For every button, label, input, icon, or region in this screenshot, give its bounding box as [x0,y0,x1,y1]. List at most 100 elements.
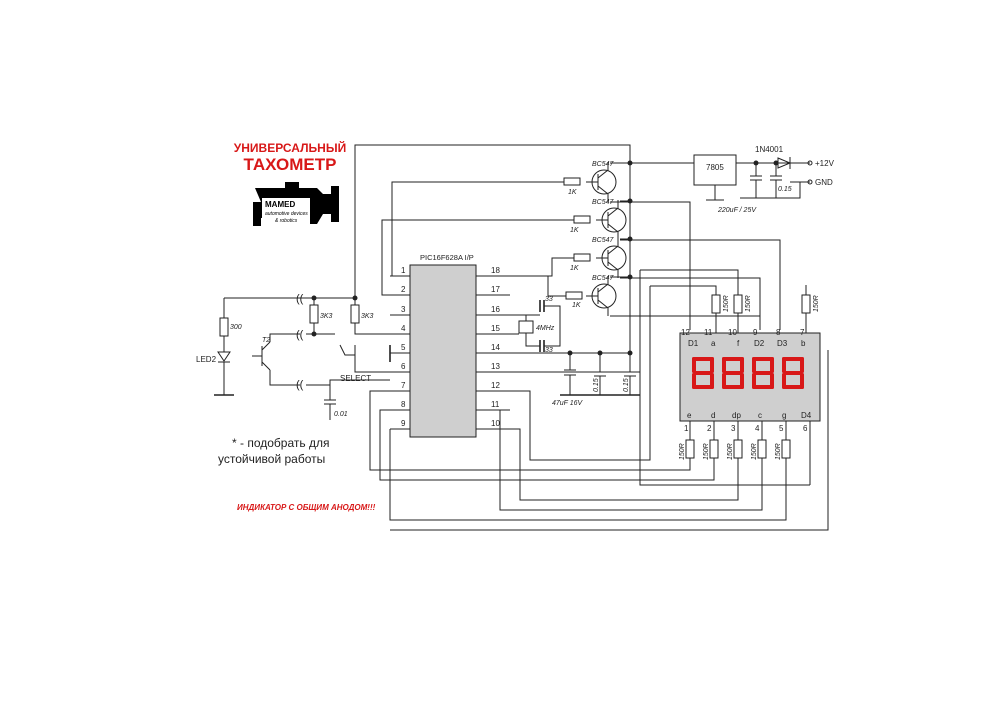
led-icon [217,351,231,363]
digit-1 [692,357,714,389]
display-top-label-d1: D1 [688,339,699,348]
digit-4-segment-c [800,373,804,389]
regulator-label: 7805 [706,163,724,172]
base-resistor-4 [565,291,583,300]
input-resistor-1 [309,304,319,324]
display-bottom-label-d4: D4 [801,411,812,420]
coupling-cap-3-icon: (( [296,379,304,391]
select-switch-label: SELECT [340,374,371,383]
mcu-pin-14: 14 [491,343,500,352]
digit-3-segment-e [752,373,756,389]
digit-2-segment-a [724,357,742,361]
input-resistor-2 [350,304,360,324]
mcu-pin-4: 4 [401,324,406,333]
mcu-pin-7: 7 [401,381,406,390]
input-circuit: 300 LED2 T2 (( (( (( 3K3 3K3 SELECT 0.01 [196,144,631,420]
base-resistor-1-label: 1K [568,189,577,196]
mcu-pin-6: 6 [401,362,406,371]
led-label: LED2 [196,355,217,364]
base-resistor-1 [563,177,581,186]
top-resistor-2-label: 150R [745,295,752,312]
note-line2: устойчивой работы [218,452,325,466]
display-top-label-a: a [711,339,716,348]
display-top-label-b: b [801,339,806,348]
display-bottom-label-e: e [687,411,692,420]
cap-reg-in-label: 220uF / 25V [717,207,757,214]
bottom-resistor-1-label: 150R [679,443,686,460]
cap-decoupling-1-label: 0.15 [593,378,600,392]
display-bottom-label-d: d [711,411,715,420]
base-resistor-3 [573,253,591,262]
mcu-pin-13: 13 [491,362,500,371]
display-body [679,332,821,422]
note-line1: * - подобрать для [232,436,329,450]
digit-1-segment-b [710,357,714,373]
title-line1: УНИВЕРСАЛЬНЫЙ [234,140,346,155]
digit-4-segment-d [784,385,802,389]
digit-3-segment-g [754,371,772,375]
bottom-resistor-1 [685,439,695,459]
bottom-resistor-4 [757,439,767,459]
mcu-pin-10: 10 [491,419,500,428]
cap-decoupling-2-label: 0.15 [623,378,630,392]
display-top-label-f: f [737,339,740,348]
digit-2-segment-f [722,357,726,373]
digit-1-segment-g [694,371,712,375]
crystal-cap-2-label: 33 [545,347,553,354]
diode-label: 1N4001 [755,145,784,154]
input-cap-label: 0.01 [334,411,348,418]
bottom-resistor-5-label: 150R [775,443,782,460]
digit-4-segment-g [784,371,802,375]
supply-plus-label: +12V [815,159,835,168]
digit-1-segment-e [692,373,696,389]
cap-bulk-label: 47uF 16V [552,400,584,407]
cap-reg-out-label: 0.15 [778,186,792,193]
bottom-resistor-2-label: 150R [703,443,710,460]
mcu-name: PIC16F628A I/P [420,253,474,262]
digit-1-segment-a [694,357,712,361]
driver-transistors: BC547 BC547 BC547 BC547 1K 1K 1K 1K [381,161,781,355]
bottom-resistor-3 [733,439,743,459]
top-resistor-3-label: 150R [813,295,820,312]
logo-line1: automotive devices [265,211,308,217]
digit-4-segment-e [782,373,786,389]
digit-3-segment-b [770,357,774,373]
display-top-label-d2: D2 [754,339,765,348]
display-top-pin-12: 12 [681,328,690,337]
bottom-resistor-3-label: 150R [727,443,734,460]
junction-dots [311,160,779,356]
digit-2-segment-d [724,385,742,389]
common-anode-warning: ИНДИКАТОР С ОБЩИМ АНОДОМ!!! [237,503,376,512]
display-bottom-label-dp: dp [732,411,741,420]
led-resistor-label: 300 [230,324,242,331]
display-top-pin-9: 9 [753,328,758,337]
digit-3 [752,357,774,389]
logo-brand: MAMED [265,200,295,209]
mcu-pin-17: 17 [491,285,500,294]
display-bottom-pin-5: 5 [779,424,784,433]
bottom-resistor-2 [709,439,719,459]
top-resistor-1-label: 150R [723,295,730,312]
mcu-pin-18: 18 [491,266,500,275]
digit-2-segment-e [722,373,726,389]
top-resistor-3 [801,294,811,314]
display-bottom-label-c: c [758,411,762,420]
display-bottom-label-g: g [782,411,786,420]
digit-2 [722,357,744,389]
digit-4-segment-b [800,357,804,373]
input-resistor-1-label: 3K3 [320,313,333,320]
mcu-body [409,264,477,438]
display-top-pin-11: 11 [704,328,713,337]
top-resistor-1 [711,294,721,314]
mcu-pin-2: 2 [401,285,406,294]
transistor-q3 [596,238,627,278]
mcu-pin-15: 15 [491,324,500,333]
display-bottom-pin-1: 1 [684,424,689,433]
transistor-q4-label: BC547 [592,275,615,282]
digit-2-segment-c [740,373,744,389]
coupling-cap-1-icon: (( [296,293,304,305]
led-resistor [219,317,229,337]
mcu-pin-12: 12 [491,381,500,390]
digit-3-segment-a [754,357,772,361]
digit-3-segment-c [770,373,774,389]
